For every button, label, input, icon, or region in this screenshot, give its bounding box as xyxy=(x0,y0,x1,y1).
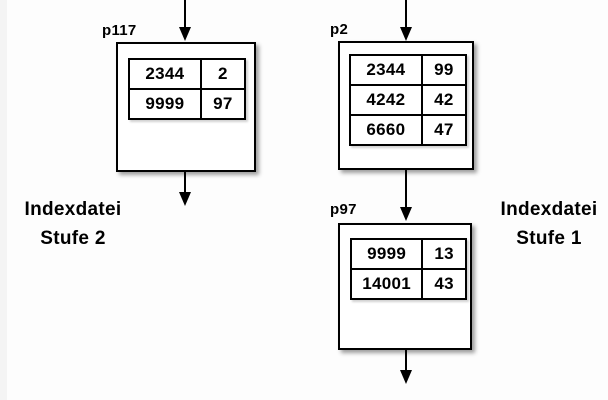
arrow-p2-to-p97-line xyxy=(405,170,407,208)
table-row: 2344 2 xyxy=(130,60,244,88)
side-label-line2: Stufe 1 xyxy=(516,228,582,249)
side-label-line2: Stufe 2 xyxy=(40,228,106,249)
index-table-p2: 2344 99 4242 42 6660 47 xyxy=(349,54,467,146)
key-cell: 9999 xyxy=(352,240,424,268)
pointer-cell: 99 xyxy=(434,60,454,79)
arrow-down-icon xyxy=(179,27,191,41)
node-label-p117: p117 xyxy=(102,22,137,39)
key-cell: 9999 xyxy=(130,90,202,118)
node-box-p2: 2344 99 4242 42 6660 47 xyxy=(338,41,474,170)
node-label-p2: p2 xyxy=(330,21,349,38)
pointer-cell: 13 xyxy=(434,244,454,263)
arrow-down-icon xyxy=(179,192,191,206)
table-row: 2344 99 xyxy=(351,56,465,84)
arrow-into-p2-line xyxy=(405,0,407,28)
node-label-p97: p97 xyxy=(330,201,357,218)
arrow-out-of-p97-line xyxy=(405,350,407,371)
key-cell: 2344 xyxy=(130,60,202,88)
arrow-out-of-p117-line xyxy=(184,172,186,193)
page-edge-strip xyxy=(0,0,7,400)
node-box-p97: 9999 13 14001 43 xyxy=(338,223,472,350)
key-cell: 2344 xyxy=(351,56,423,84)
table-row: 4242 42 xyxy=(351,84,465,114)
side-label-stufe-2: Indexdatei Stufe 2 xyxy=(8,195,138,253)
side-label-line1: Indexdatei xyxy=(500,199,598,220)
node-box-p117: 2344 2 9999 97 xyxy=(116,42,256,172)
side-label-stufe-1: Indexdatei Stufe 1 xyxy=(488,195,608,253)
arrow-into-p117-line xyxy=(184,0,186,28)
table-row: 6660 47 xyxy=(351,114,465,144)
pointer-cell: 47 xyxy=(434,120,454,139)
key-cell: 14001 xyxy=(352,270,424,298)
table-row: 14001 43 xyxy=(352,268,465,298)
arrow-down-icon xyxy=(400,27,412,41)
index-table-p97: 9999 13 14001 43 xyxy=(350,238,467,300)
pointer-cell: 2 xyxy=(218,64,228,83)
pointer-cell: 42 xyxy=(434,90,454,109)
arrow-down-icon xyxy=(400,370,412,384)
side-label-line1: Indexdatei xyxy=(24,199,122,220)
arrow-down-icon xyxy=(400,207,412,221)
pointer-cell: 97 xyxy=(213,94,233,113)
table-row: 9999 13 xyxy=(352,240,465,268)
key-cell: 4242 xyxy=(351,86,423,114)
table-row: 9999 97 xyxy=(130,88,244,118)
index-table-p117: 2344 2 9999 97 xyxy=(128,58,246,120)
pointer-cell: 43 xyxy=(434,274,454,293)
key-cell: 6660 xyxy=(351,116,423,144)
